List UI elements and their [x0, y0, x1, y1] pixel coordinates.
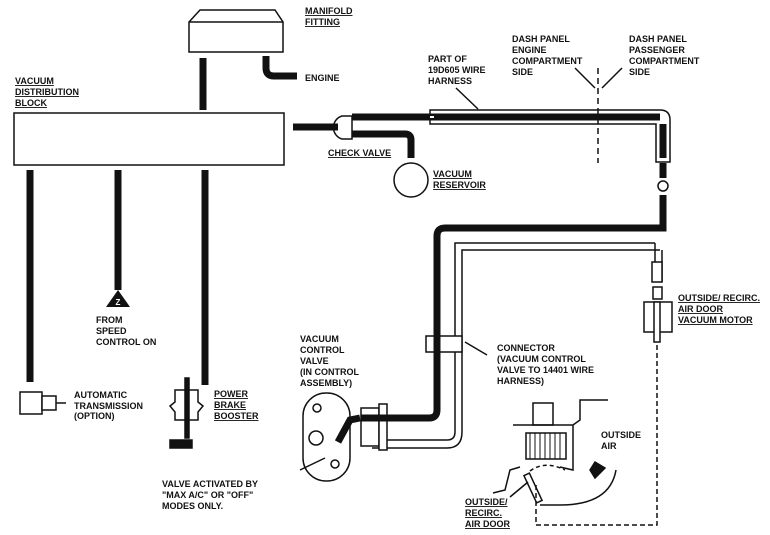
- automatic-transmission-modulator: [19, 391, 66, 415]
- air-door-vacuum-motor: [643, 261, 673, 343]
- hose-connector: [425, 335, 463, 353]
- air-door-leader: [509, 481, 529, 498]
- white-vacuum-line: [372, 242, 660, 449]
- vacuum-reservoir: [393, 162, 429, 198]
- distribution-block: [13, 112, 285, 166]
- check-valve-label: CHECK VALVE: [328, 148, 391, 158]
- valve-note: VALVE ACTIVATED BY"MAX A/C" OR "OFF"MODE…: [162, 479, 258, 511]
- wire-harness-tube: [429, 109, 671, 163]
- engine-label: ENGINE: [305, 73, 340, 83]
- air-door-label: OUTSIDE/RECIRC.AIR DOOR: [465, 497, 511, 529]
- vacuum-control-valve: [302, 392, 351, 482]
- door-linkage: [535, 345, 658, 526]
- vacuum-hoses: [26, 56, 667, 444]
- manifold-fitting: [188, 9, 284, 53]
- blower-housing: [492, 399, 617, 506]
- svg-text:Z: Z: [116, 298, 121, 307]
- speed-control-marker: Z: [106, 290, 130, 307]
- power-brake-booster: [168, 377, 205, 449]
